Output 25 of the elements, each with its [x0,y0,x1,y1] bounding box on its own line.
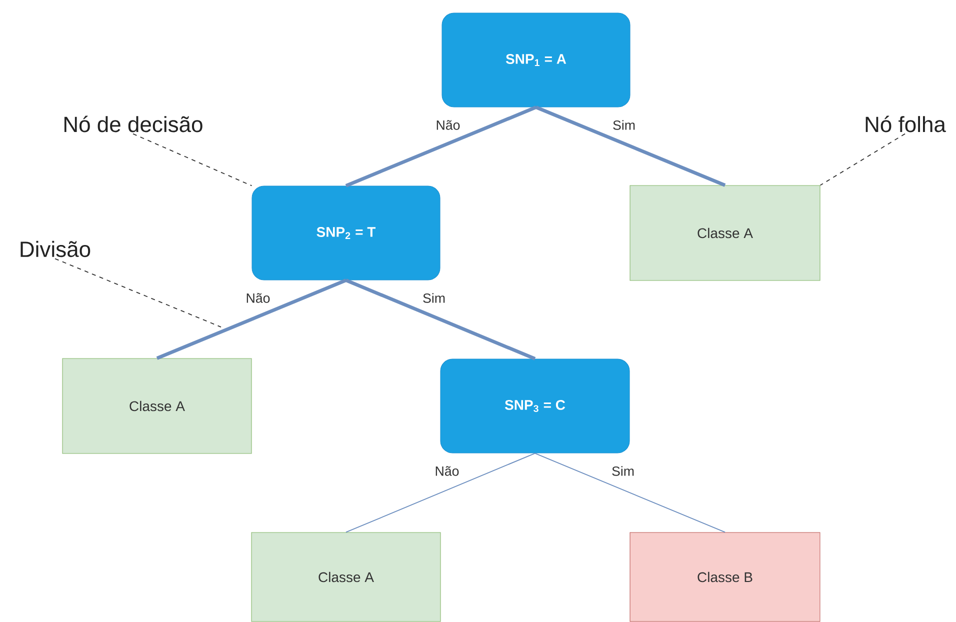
decision-box: SNP$_{1}$ = A [442,12,630,108]
tree-branch [156,278,347,360]
leaf-box: Classe B [630,532,820,622]
edge-label: Não [244,292,272,304]
leader-line [132,133,252,186]
leaf-box: Classe A [630,185,820,281]
edge-label: Não [433,464,461,478]
leaf-box: Classe A [62,358,252,454]
decision-box: SNP$_{2}$ = T [252,186,440,280]
edge-label: Sim [421,292,447,304]
leader-line [820,133,906,186]
leaf-box: Classe A [251,532,441,622]
callout-text: Nó folha [866,116,946,132]
edge-label: Não [434,118,462,132]
leader-line [54,258,222,328]
decision-box: SNP$_{3}$ = C [440,358,630,454]
tree-branch [346,452,536,533]
callout-text: Nó de decisão [64,116,202,132]
edge-label: Sim [610,464,636,478]
edge-label: Sim [611,118,637,132]
tree-branch [534,452,726,533]
callout-text: Divisão [20,240,90,258]
tree-branch [345,106,537,188]
tree-branch [345,278,536,360]
tree-branch [535,106,726,187]
